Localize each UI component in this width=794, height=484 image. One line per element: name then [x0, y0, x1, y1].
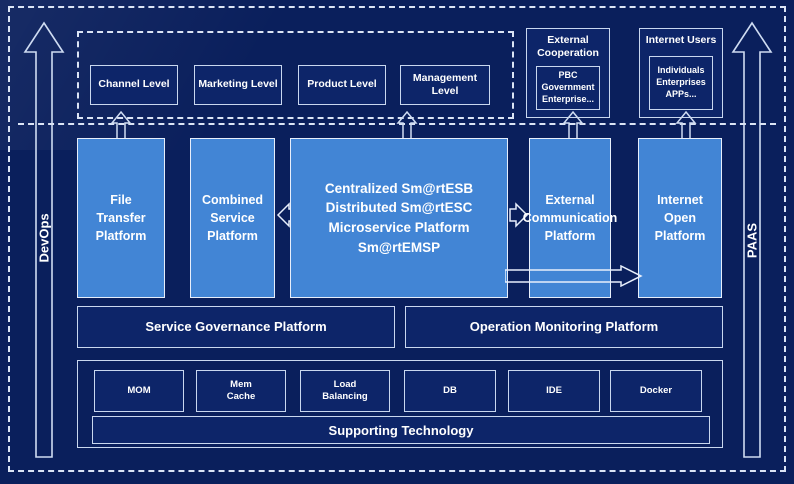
esb-line-2: Distributed Sm@rtESC — [325, 200, 473, 216]
level-box-product[interactable]: Product Level — [298, 65, 386, 105]
uplink-arrow-external-cooperation — [562, 110, 584, 140]
level-box-marketing[interactable]: Marketing Level — [194, 65, 282, 105]
tech-label-line1: DB — [443, 385, 457, 397]
esb-line-3: Microservice Platform Sm@rtEMSP — [328, 220, 470, 255]
devops-label: DevOps — [36, 213, 52, 263]
level-label: Channel Level — [98, 78, 170, 91]
external-cooperation-title-line2: Cooperation — [537, 47, 599, 60]
supporting-technology-band[interactable]: Supporting Technology — [92, 416, 710, 444]
platform-line: External — [545, 192, 595, 207]
platform-line: Platform — [95, 229, 147, 244]
tech-box-db[interactable]: DB — [404, 370, 496, 412]
tech-label-line1: IDE — [546, 385, 562, 397]
paas-arrow — [731, 21, 773, 458]
tech-label-line2: Balancing — [322, 391, 368, 402]
tech-box-mem-cache[interactable]: Mem Cache — [196, 370, 286, 412]
connector-esb-to-internet-open-arrow — [505, 265, 643, 287]
tech-box-docker[interactable]: Docker — [610, 370, 702, 412]
internet-users-detail: Individuals Enterprises APPs... — [649, 56, 713, 110]
internet-users-detail-line2: Enterprises — [656, 77, 706, 88]
tech-box-mom[interactable]: MOM — [94, 370, 184, 412]
platform-line: Open — [664, 210, 696, 225]
level-box-management[interactable]: Management Level — [400, 65, 490, 105]
tech-label-line1: Mem — [230, 379, 252, 391]
external-cooperation-title-line1: External — [547, 34, 589, 46]
connector-esb-to-external-comm-arrow — [509, 202, 529, 228]
platform-line: Platform — [544, 229, 596, 244]
platform-esb-esc-emsp[interactable]: Centralized Sm@rtESB Distributed Sm@rtES… — [290, 138, 508, 298]
platform-internet-open[interactable]: Internet Open Platform — [638, 138, 722, 298]
external-cooperation-cluster[interactable]: External Cooperation PBC Government Ente… — [526, 28, 610, 118]
platform-combined-service[interactable]: Combined Service Platform — [190, 138, 275, 298]
internet-users-title: Internet Users — [645, 34, 717, 46]
platform-line: Communication — [522, 210, 618, 225]
supporting-technology-group — [77, 360, 723, 448]
devops-arrow — [23, 21, 65, 458]
paas-label: PAAS — [744, 222, 760, 259]
level-label: Marketing Level — [198, 78, 278, 91]
esb-line-1: Centralized Sm@rtESB — [324, 180, 474, 196]
tech-box-ide[interactable]: IDE — [508, 370, 600, 412]
tech-label-line2: Cache — [226, 391, 256, 402]
tech-label-line1: Load — [333, 379, 357, 391]
service-governance-label: Service Governance Platform — [145, 318, 327, 334]
level-label: Product Level — [307, 78, 377, 91]
service-governance-platform[interactable]: Service Governance Platform — [77, 306, 395, 348]
operation-monitoring-label: Operation Monitoring Platform — [469, 318, 659, 334]
internet-users-detail-line3: APPs... — [665, 88, 697, 99]
level-box-channel[interactable]: Channel Level — [90, 65, 178, 105]
uplink-arrow-internet-users — [675, 110, 697, 140]
platform-file-transfer[interactable]: File Transfer Platform — [77, 138, 165, 298]
platform-line: Combined — [201, 192, 264, 207]
platform-external-communication[interactable]: External Communication Platform — [523, 138, 617, 298]
platform-line: Transfer — [96, 210, 146, 225]
platform-line: File — [110, 192, 132, 207]
external-cooperation-detail-line2: Enterprise... — [541, 93, 595, 104]
tech-box-load-balancing[interactable]: Load Balancing — [300, 370, 390, 412]
uplink-arrow-channel — [110, 110, 132, 140]
uplink-arrow-management — [396, 110, 418, 140]
internet-users-detail-line1: Individuals — [657, 65, 705, 76]
external-cooperation-detail-line1: PBC Government — [541, 70, 595, 93]
external-cooperation-detail: PBC Government Enterprise... — [536, 66, 600, 110]
tech-label-line1: Docker — [639, 385, 673, 397]
platform-line: Platform — [654, 229, 706, 244]
business-levels-frame — [77, 31, 514, 119]
tech-label-line1: MOM — [127, 385, 151, 397]
diagram-outer-frame — [8, 6, 786, 472]
supporting-technology-label: Supporting Technology — [328, 422, 474, 438]
levels-divider-line — [18, 123, 776, 125]
platform-line: Service — [210, 210, 255, 225]
operation-monitoring-platform[interactable]: Operation Monitoring Platform — [405, 306, 723, 348]
platform-line: Platform — [207, 229, 258, 244]
platform-line: Internet — [657, 192, 703, 207]
internet-users-cluster[interactable]: Internet Users Individuals Enterprises A… — [639, 28, 723, 118]
level-label: Management Level — [412, 71, 478, 97]
